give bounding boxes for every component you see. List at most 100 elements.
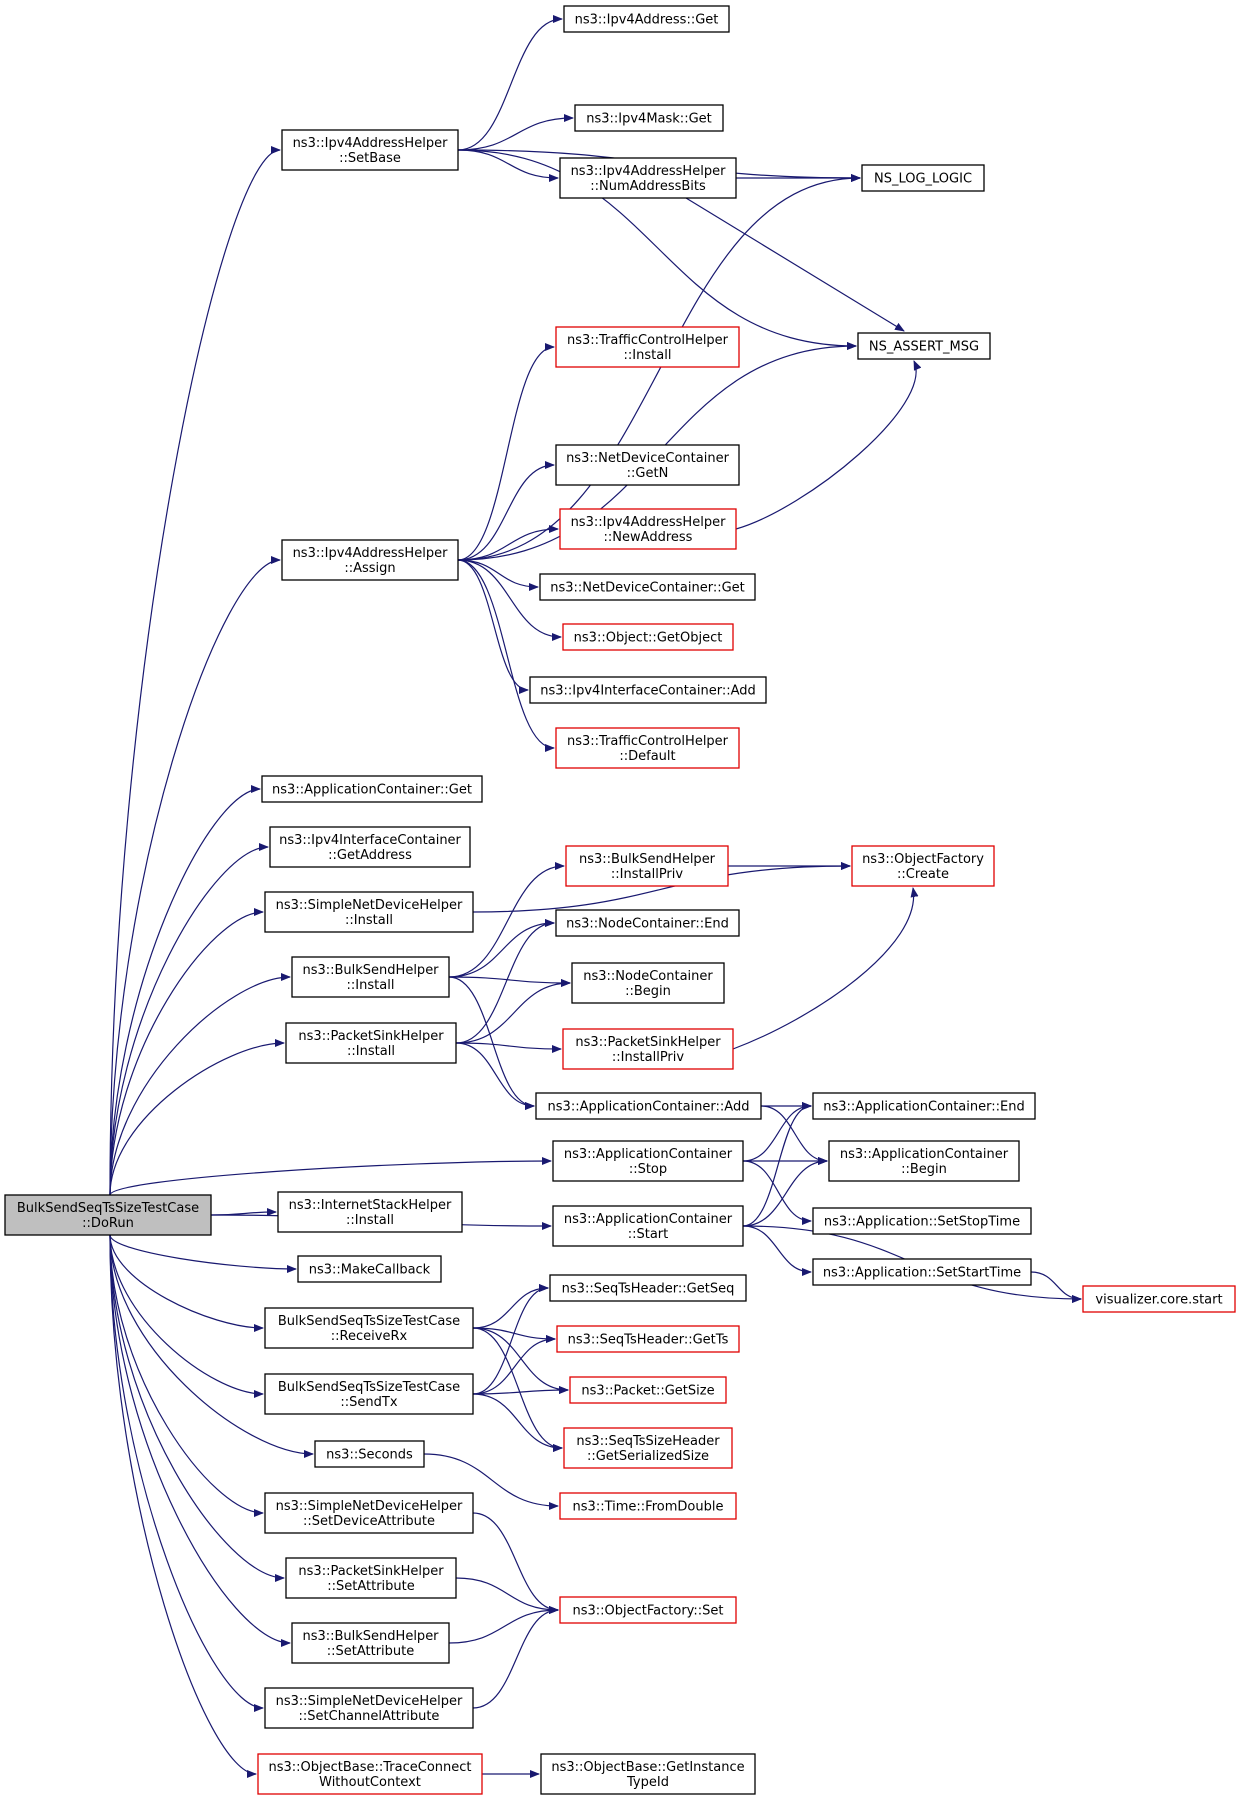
graph-node-seqts-getseq[interactable]: ns3::SeqTsHeader::GetSeq	[549, 1274, 747, 1302]
node-box	[314, 1440, 425, 1468]
call-edge	[472, 862, 851, 913]
call-edge	[109, 1039, 285, 1196]
node-label-line: ::GetSerializedSize	[587, 1449, 709, 1464]
graph-node-appc-add[interactable]: ns3::ApplicationContainer::Add	[535, 1092, 762, 1120]
node-label-line: ::InstallPriv	[612, 1050, 684, 1065]
call-edge	[457, 559, 562, 641]
node-label-line: ::Create	[897, 867, 949, 882]
graph-node-bsh-setattr[interactable]: ns3::BulkSendHelper::SetAttribute	[291, 1622, 450, 1664]
node-label-line: ns3::NodeContainer::End	[566, 917, 729, 932]
graph-node-viz-start[interactable]: visualizer.core.start	[1082, 1285, 1236, 1313]
graph-node-object-getobject[interactable]: ns3::Object::GetObject	[562, 623, 734, 651]
node-label-line: ns3::Ipv4Address::Get	[575, 13, 719, 28]
graph-node-ob-traceconnect[interactable]: ns3::ObjectBase::TraceConnectWithoutCont…	[257, 1753, 483, 1795]
call-edge	[457, 343, 555, 561]
graph-node-appc-begin[interactable]: ns3::ApplicationContainer::Begin	[828, 1140, 1020, 1182]
node-label-line: ns3::Ipv4InterfaceContainer	[279, 833, 461, 848]
graph-node-sndh-setchattr[interactable]: ns3::SimpleNetDeviceHelper::SetChannelAt…	[264, 1687, 474, 1729]
call-edge	[455, 1042, 562, 1053]
node-label-line: ns3::Ipv4InterfaceContainer::Add	[540, 684, 756, 699]
graph-node-ipv4helper-assign[interactable]: ns3::Ipv4AddressHelper::Assign	[281, 539, 459, 581]
node-box	[264, 1307, 474, 1349]
graph-node-seconds[interactable]: ns3::Seconds	[314, 1440, 425, 1468]
graph-node-appc-stop[interactable]: ns3::ApplicationContainer::Stop	[552, 1140, 744, 1182]
node-box	[562, 623, 734, 651]
graph-node-packet-getsize[interactable]: ns3::Packet::GetSize	[569, 1376, 727, 1404]
graph-node-bsh-installpriv[interactable]: ns3::BulkSendHelper::InstallPriv	[565, 845, 729, 887]
graph-node-appc-end[interactable]: ns3::ApplicationContainer::End	[812, 1092, 1036, 1120]
graph-node-nc-end[interactable]: ns3::NodeContainer::End	[555, 909, 740, 937]
node-label-line: ns3::Ipv4AddressHelper	[571, 515, 727, 530]
graph-node-appc-get[interactable]: ns3::ApplicationContainer::Get	[261, 775, 483, 803]
node-box	[828, 1140, 1020, 1182]
node-label-line: ns3::SimpleNetDeviceHelper	[276, 898, 463, 913]
graph-node-ndc-get[interactable]: ns3::NetDeviceContainer::Get	[539, 573, 756, 601]
graph-node-seqts-getts[interactable]: ns3::SeqTsHeader::GetTs	[556, 1325, 740, 1353]
graph-node-objfactory-set[interactable]: ns3::ObjectFactory::Set	[559, 1596, 737, 1624]
node-label-line: ns3::ObjectFactory	[862, 852, 984, 867]
node-layer: BulkSendSeqTsSizeTestCase::DoRun ns3::Ipv…	[4, 5, 1236, 1795]
call-edge	[742, 1157, 828, 1227]
graph-node-psh-installpriv[interactable]: ns3::PacketSinkHelper::InstallPriv	[562, 1028, 734, 1070]
call-edge	[109, 146, 281, 1196]
node-label-line: ns3::ApplicationContainer	[564, 1212, 733, 1227]
graph-node-receiverx[interactable]: BulkSendSeqTsSizeTestCase::ReceiveRx	[264, 1307, 474, 1349]
call-edge	[109, 1234, 314, 1458]
call-edge	[457, 114, 574, 151]
graph-node-appc-start[interactable]: ns3::ApplicationContainer::Start	[552, 1205, 744, 1247]
node-label-line: ns3::Packet::GetSize	[581, 1384, 714, 1399]
node-box	[851, 845, 995, 887]
node-box	[291, 1622, 450, 1664]
graph-node-ipv4addr-get[interactable]: ns3::Ipv4Address::Get	[563, 5, 730, 33]
graph-node-time-fromdouble[interactable]: ns3::Time::FromDouble	[559, 1492, 737, 1520]
node-label-line: ::NewAddress	[604, 530, 693, 545]
graph-node-ns-log-logic[interactable]: NS_LOG_LOGIC	[861, 164, 985, 192]
call-edge	[109, 1234, 291, 1647]
call-edge	[457, 525, 559, 561]
graph-node-ipv4ic-add[interactable]: ns3::Ipv4InterfaceContainer::Add	[529, 676, 767, 704]
node-box	[539, 573, 756, 601]
node-box	[555, 444, 740, 486]
node-label-line: ::DoRun	[82, 1216, 134, 1231]
graph-node-seqtssize-getsersize[interactable]: ns3::SeqTsSizeHeader::GetSerializedSize	[563, 1427, 733, 1469]
node-label-line: TypeId	[626, 1775, 669, 1790]
graph-node-tch-default[interactable]: ns3::TrafficControlHelper::Default	[555, 727, 740, 769]
graph-node-bsh-install[interactable]: ns3::BulkSendHelper::Install	[291, 956, 450, 998]
node-label-line: ::Install	[347, 1044, 395, 1059]
graph-node-nc-begin[interactable]: ns3::NodeContainer::Begin	[571, 962, 725, 1004]
node-box	[812, 1092, 1036, 1120]
node-box	[559, 508, 737, 550]
graph-node-ipv4helper-setbase[interactable]: ns3::Ipv4AddressHelper::SetBase	[281, 129, 459, 171]
graph-node-tch-install[interactable]: ns3::TrafficControlHelper::Install	[555, 326, 740, 368]
node-label-line: ::Install	[346, 1213, 394, 1228]
node-box	[569, 1376, 727, 1404]
node-label-line: ::GetN	[627, 466, 669, 481]
graph-node-psh-setattr[interactable]: ns3::PacketSinkHelper::SetAttribute	[285, 1557, 457, 1599]
graph-node-root[interactable]: BulkSendSeqTsSizeTestCase::DoRun	[4, 1194, 212, 1236]
graph-node-ipv4ic-getaddress[interactable]: ns3::Ipv4InterfaceContainer::GetAddress	[269, 826, 471, 868]
call-edge	[472, 1512, 559, 1614]
node-box	[552, 1140, 744, 1182]
graph-node-ipv4mask-get[interactable]: ns3::Ipv4Mask::Get	[574, 104, 724, 132]
call-edge	[109, 1234, 297, 1273]
graph-node-ndc-getn[interactable]: ns3::NetDeviceContainer::GetN	[555, 444, 740, 486]
call-edge	[109, 1234, 257, 1778]
graph-node-psh-install[interactable]: ns3::PacketSinkHelper::Install	[285, 1022, 457, 1064]
graph-node-objfactory-create[interactable]: ns3::ObjectFactory::Create	[851, 845, 995, 887]
graph-node-ish-install[interactable]: ns3::InternetStackHelper::Install	[277, 1191, 463, 1233]
graph-node-ns-assert-msg[interactable]: NS_ASSERT_MSG	[857, 332, 991, 360]
node-label-line: BulkSendSeqTsSizeTestCase	[278, 1380, 460, 1395]
graph-node-sndh-setdevattr[interactable]: ns3::SimpleNetDeviceHelper::SetDeviceAtt…	[264, 1492, 474, 1534]
graph-node-ipv4helper-newaddress[interactable]: ns3::Ipv4AddressHelper::NewAddress	[559, 508, 737, 550]
graph-node-app-setstarttime[interactable]: ns3::Application::SetStartTime	[812, 1258, 1032, 1286]
graph-node-sndh-install[interactable]: ns3::SimpleNetDeviceHelper::Install	[264, 891, 474, 933]
node-box	[562, 1028, 734, 1070]
node-label-line: ns3::Object::GetObject	[574, 631, 723, 646]
graph-node-app-setstoptime[interactable]: ns3::Application::SetStopTime	[812, 1207, 1032, 1235]
call-edge	[109, 843, 269, 1196]
graph-node-makecallback[interactable]: ns3::MakeCallback	[297, 1255, 442, 1283]
graph-node-ipv4helper-numaddrbits[interactable]: ns3::Ipv4AddressHelper::NumAddressBits	[559, 157, 737, 199]
graph-node-sendtx[interactable]: BulkSendSeqTsSizeTestCase::SendTx	[264, 1373, 474, 1415]
node-label-line: ::Begin	[625, 984, 671, 999]
